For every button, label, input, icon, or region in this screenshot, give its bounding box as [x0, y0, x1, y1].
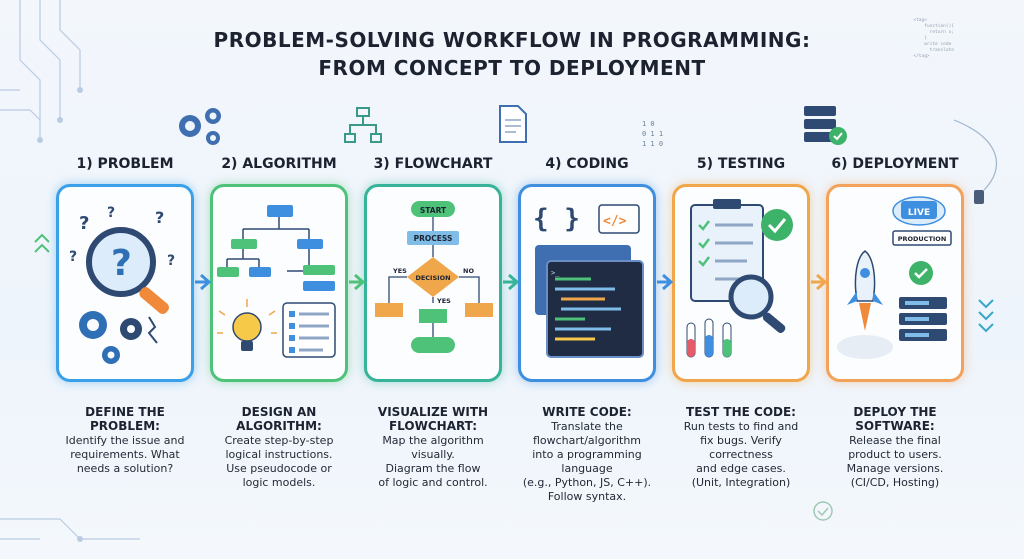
step-6-card: LIVE PRODUCTION [826, 184, 964, 382]
circuit-decoration-bottom-left [0, 518, 140, 542]
step-5-description: TEST THE CODE: Run tests to find and fix… [666, 405, 816, 490]
flowchart-yes-left-label: YES [392, 267, 407, 275]
clipboard-check-icon [686, 199, 793, 358]
step-2-description: DESIGN AN ALGORITHM: Create step-by-step… [204, 405, 354, 490]
flowchart-start-label: START [420, 206, 447, 215]
step-5-body: Run tests to find and fix bugs. Verify c… [683, 420, 799, 489]
flowchart-yes-down-label: YES [436, 297, 451, 305]
svg-text:?: ? [79, 213, 89, 234]
step-5-card [672, 184, 810, 382]
step-1-heading: DEFINE THE PROBLEM: [85, 405, 165, 433]
server-check-icon [804, 106, 847, 145]
step-6-body: Release the final product to users. Mana… [846, 434, 944, 489]
step-4-label: 4) CODING [545, 156, 629, 172]
step-4-body: Translate the flowchart/algorithm into a… [522, 420, 652, 503]
arrow-4-to-5 [657, 273, 674, 291]
tree-lightbulb-icon [217, 205, 336, 358]
flowchart-process-label: PROCESS [414, 234, 453, 243]
down-chevrons-icon [978, 299, 994, 333]
step-6-heading: DEPLOY THE SOFTWARE: [853, 405, 937, 433]
svg-text:?: ? [155, 208, 164, 227]
step-3-description: VISUALIZE WITH FLOWCHART: Map the algori… [358, 405, 508, 490]
magnifier-question-icon: ?? ?? ? ? [69, 205, 175, 364]
svg-text:>_: >_ [551, 269, 560, 277]
page-title-line-2: FROM CONCEPT TO DEPLOYMENT [318, 56, 706, 80]
step-1-description: DEFINE THE PROBLEM: Identify the issue a… [50, 405, 200, 476]
circuit-decoration-left [0, 0, 83, 143]
circuit-decoration-right [953, 119, 998, 204]
production-label: PRODUCTION [898, 235, 947, 243]
up-chevrons-icon [34, 233, 50, 253]
svg-text:?: ? [167, 253, 175, 269]
document-icon [499, 105, 527, 143]
code-editor-icon: { } </> >_ [533, 204, 644, 358]
step-1-card: ?? ?? ? ? [56, 184, 194, 382]
step-3-card: START PROCESS DECISION YES NO YES [364, 184, 502, 382]
step-2-body: Create step-by-step logical instructions… [224, 434, 334, 489]
svg-text:?: ? [69, 249, 77, 265]
svg-text:1 0: 1 0 [642, 120, 655, 128]
step-2-label: 2) ALGORITHM [221, 156, 337, 172]
live-label: LIVE [908, 208, 930, 218]
arrow-2-to-3 [349, 273, 366, 291]
svg-text:{ }: { } [533, 204, 580, 234]
step-4-description: WRITE CODE: Translate the flowchart/algo… [512, 405, 662, 504]
step-2-card [210, 184, 348, 382]
step-4-card: { } </> >_ [518, 184, 656, 382]
arrow-5-to-6 [811, 273, 828, 291]
arrow-1-to-2 [195, 273, 212, 291]
step-6-label: 6) DEPLOYMENT [831, 156, 959, 172]
step-5-label: 5) TESTING [696, 156, 786, 172]
step-3-heading: VISUALIZE WITH FLOWCHART: [377, 405, 489, 433]
flowchart-decision-label: DECISION [415, 274, 450, 282]
binary-icon: 1 0 0 1 1 1 1 0 [642, 120, 663, 148]
step-2-heading: DESIGN AN ALGORITHM: [236, 405, 322, 433]
code-snippet-decoration: <tag> function(){ return x; } write code… [913, 18, 954, 59]
step-1-label: 1) PROBLEM [76, 156, 174, 172]
step-3-body: Map the algorithm visually. Diagram the … [378, 434, 488, 489]
step-5-heading: TEST THE CODE: [686, 405, 796, 419]
arrow-3-to-4 [503, 273, 520, 291]
svg-text:?: ? [111, 243, 132, 284]
hierarchy-icon [344, 107, 382, 143]
svg-text:0 1 1: 0 1 1 [642, 130, 663, 138]
step-6-description: DEPLOY THE SOFTWARE: Release the final p… [820, 405, 970, 490]
flowchart-no-label: NO [463, 267, 474, 275]
page-title-line-1: PROBLEM-SOLVING WORKFLOW IN PROGRAMMING: [213, 28, 811, 52]
flowchart-icon: START PROCESS DECISION YES NO YES [375, 201, 493, 353]
rocket-server-icon: LIVE PRODUCTION [837, 196, 952, 359]
svg-text:1 1 0: 1 1 0 [642, 140, 663, 148]
step-4-heading: WRITE CODE: [542, 405, 632, 419]
svg-text:?: ? [107, 205, 115, 221]
svg-text:</>: </> [603, 214, 627, 229]
check-circle-icon [813, 501, 833, 521]
step-1-body: Identify the issue and requirements. Wha… [65, 434, 185, 475]
step-3-label: 3) FLOWCHART [373, 156, 493, 172]
gears-icon [179, 108, 221, 145]
